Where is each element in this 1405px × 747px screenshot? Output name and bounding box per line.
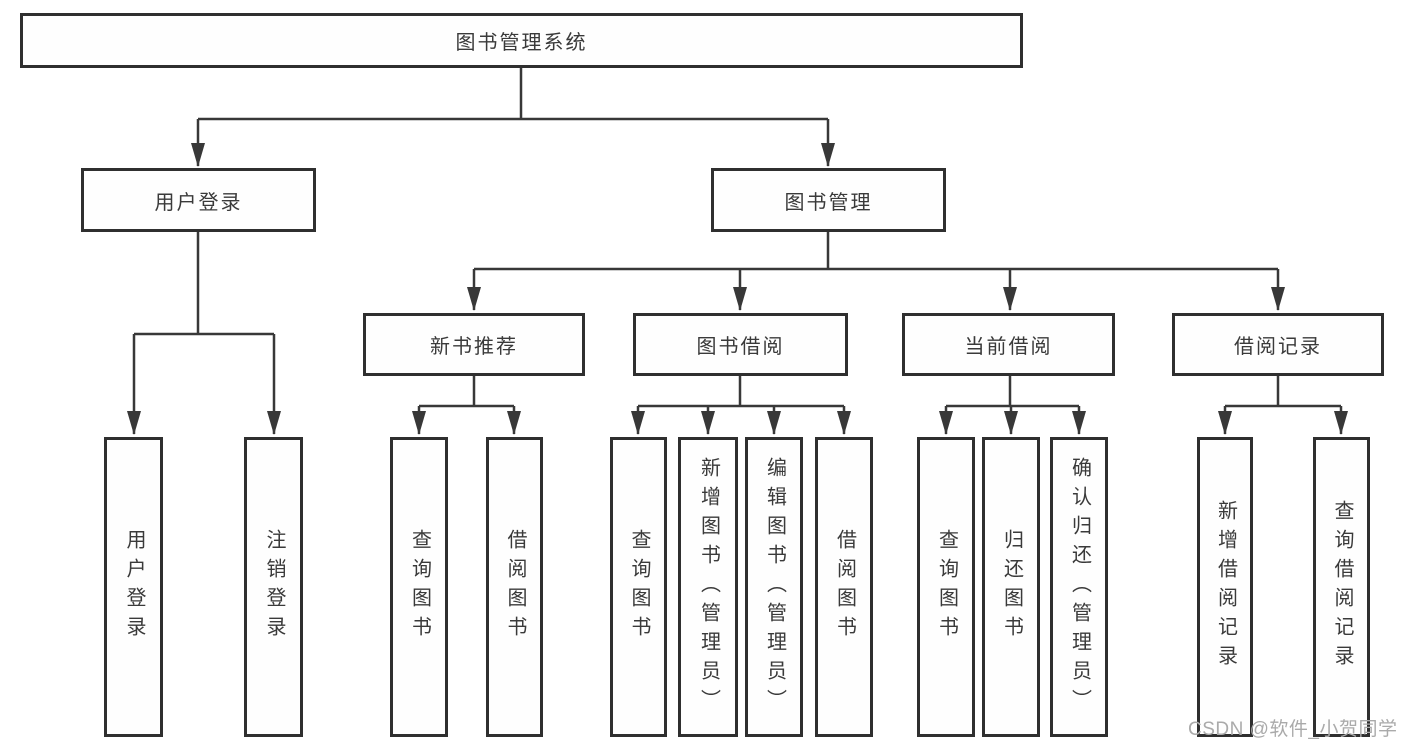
leaf-newbook-borrow-books: 借阅图书 [486,437,543,737]
leaf-current-query-books: 查询图书 [917,437,975,737]
node-user-login: 用户登录 [81,168,316,232]
leaf-borrowing-borrow-books: 借阅图书 [815,437,873,737]
leaf-user-login: 用户登录 [104,437,163,737]
node-current-borrowing: 当前借阅 [902,313,1115,376]
node-new-book-recommend: 新书推荐 [363,313,585,376]
leaf-borrowing-query-books: 查询图书 [610,437,667,737]
leaf-logout: 注销登录 [244,437,303,737]
leaf-records-add-record: 新增借阅记录 [1197,437,1253,737]
node-library-system: 图书管理系统 [20,13,1023,68]
csdn-watermark: CSDN @软件_小贺同学 [1188,719,1398,740]
node-book-borrowing: 图书借阅 [633,313,848,376]
node-borrowing-records: 借阅记录 [1172,313,1384,376]
node-book-management: 图书管理 [711,168,946,232]
leaf-current-confirm-return-admin: 确认归还（管理员） [1050,437,1108,737]
leaf-borrowing-edit-books-admin: 编辑图书（管理员） [745,437,803,737]
leaf-records-query-record: 查询借阅记录 [1313,437,1370,737]
leaf-newbook-query-books: 查询图书 [390,437,448,737]
leaf-borrowing-add-books-admin: 新增图书（管理员） [678,437,738,737]
leaf-current-return-books: 归还图书 [982,437,1040,737]
